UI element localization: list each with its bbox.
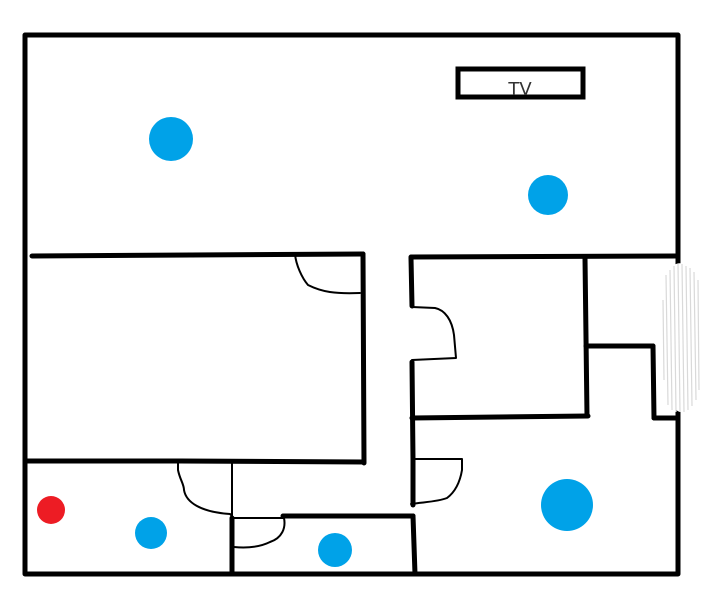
marker-blue-living-left [149, 117, 193, 161]
marker-red-bottom-left [37, 496, 65, 524]
wall-closet-right [650, 343, 657, 421]
door-bedroom-leaf [294, 252, 363, 255]
tv-box [455, 66, 586, 100]
door-bottom-left [177, 461, 233, 517]
tv: TV [455, 66, 586, 100]
wall-middle-room-bottom [409, 413, 591, 421]
window-scribble [661, 263, 700, 413]
marker-blue-living-right [528, 175, 568, 215]
wall-corridor-right-upper [408, 255, 415, 309]
wall-bedroom-right [360, 251, 367, 466]
wall-living-left [29, 251, 366, 259]
wall-bottom-middle-right [410, 513, 418, 577]
door-bedroom [294, 253, 361, 295]
wall-corridor-right-middle [409, 359, 416, 463]
door-bottom-right [410, 458, 463, 505]
marker-blue-bottom-left [135, 517, 167, 549]
wall-bedroom-bottom-b [177, 458, 367, 465]
tv-label: TV [507, 79, 532, 100]
wall-middle-room-right [582, 255, 590, 419]
marker-blue-bottom-right [541, 479, 593, 531]
wall-living-right [408, 253, 681, 260]
door-bottom-middle [233, 517, 286, 549]
door-middle-room [411, 306, 457, 361]
marker-blue-bottom-middle [318, 533, 352, 567]
